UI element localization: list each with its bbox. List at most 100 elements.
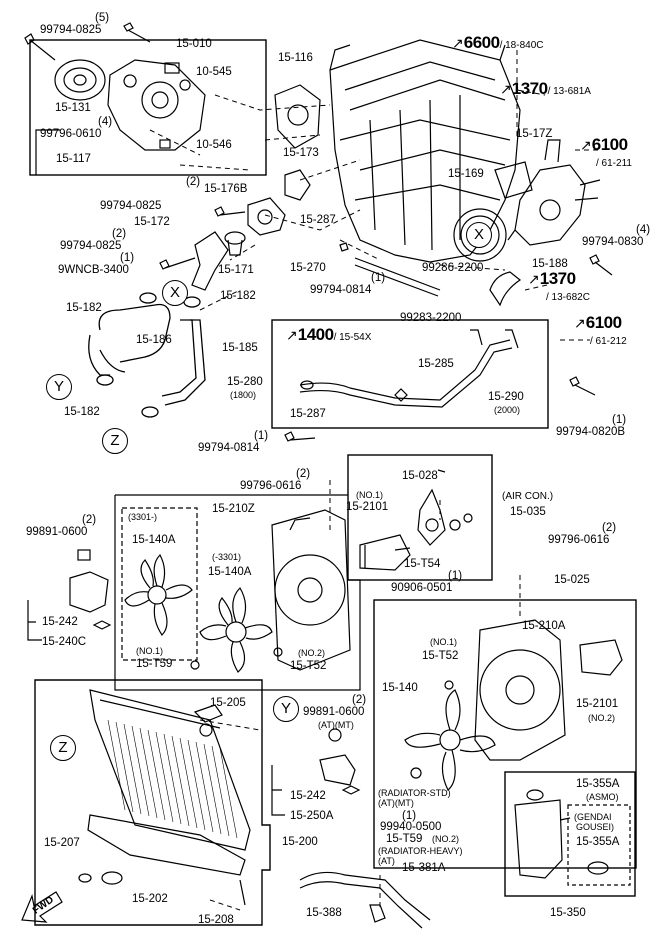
part-label: 15-208 bbox=[198, 914, 234, 926]
ref-1370b-sub: / 13-682C bbox=[546, 292, 590, 303]
part-label: 15-205 bbox=[210, 697, 246, 709]
part-label: 15-388 bbox=[306, 907, 342, 919]
part-label: 15-17Z bbox=[516, 128, 553, 140]
part-label: 90906-0501 bbox=[391, 582, 453, 594]
part-label: 99794-0814 bbox=[310, 284, 372, 296]
thermostat-housing bbox=[214, 197, 286, 236]
variant-label: (2000) bbox=[494, 405, 521, 415]
part-label: 15-202 bbox=[132, 893, 168, 905]
part-label: 99794-0825 bbox=[60, 240, 122, 252]
variant-label: (GENDAI bbox=[574, 812, 612, 822]
ref-x-engine: X bbox=[466, 222, 492, 248]
part-label: 15-117 bbox=[56, 153, 91, 165]
part-label: 15-210Z bbox=[212, 503, 255, 515]
part-label: 15-200 bbox=[282, 836, 318, 848]
qty-label: (2) bbox=[186, 176, 201, 188]
part-label: 9WNCB-3400 bbox=[58, 264, 129, 276]
variant-label: (NO.1) bbox=[136, 646, 163, 656]
ref-y-radiator: Y bbox=[273, 696, 299, 722]
hose-15-381a bbox=[299, 871, 431, 929]
part-label: 99794-0814 bbox=[198, 442, 260, 454]
qty-label: (2) bbox=[112, 228, 127, 240]
ref-6100a: ↗6100 bbox=[580, 135, 628, 154]
ref-x-hose: X bbox=[162, 280, 188, 306]
part-label: 15-T52 bbox=[290, 660, 327, 672]
hoses bbox=[88, 292, 206, 418]
ref-6100b-sub: / 61-212 bbox=[590, 336, 627, 347]
radiator-group bbox=[34, 679, 271, 926]
variant-label: (NO.2) bbox=[588, 713, 615, 723]
part-label: 15-242 bbox=[42, 616, 78, 628]
ref-y-hose: Y bbox=[46, 374, 72, 400]
bolt-0820b bbox=[569, 376, 596, 396]
bolt-0814b bbox=[284, 431, 316, 442]
gasket-15-116 bbox=[274, 84, 321, 149]
water-outlet bbox=[159, 231, 229, 291]
water-pump-group bbox=[24, 22, 267, 176]
part-label: 15-182 bbox=[66, 302, 102, 314]
ref-6600: ↗6600/ 18-840C bbox=[452, 33, 544, 52]
part-label: 15-381A bbox=[402, 862, 446, 874]
engine-block bbox=[329, 39, 521, 263]
part-label: 15-250A bbox=[290, 810, 334, 822]
gasket-15-169 bbox=[494, 161, 533, 199]
variant-label: (RADIATOR-STD) bbox=[378, 788, 451, 798]
bracket-15-250a bbox=[271, 728, 361, 816]
part-label: 99940-0500 bbox=[380, 821, 442, 833]
variant-label: (ASMO) bbox=[586, 792, 619, 802]
fan-blades-15-140a bbox=[124, 554, 273, 673]
part-label: 15-280 bbox=[227, 376, 263, 388]
part-label: 99796-0616 bbox=[240, 480, 302, 492]
part-label: 99794-0825 bbox=[100, 200, 162, 212]
qty-label: (2) bbox=[602, 522, 617, 534]
part-label: 15-T52 bbox=[422, 650, 459, 662]
part-label: 99794-0830 bbox=[582, 236, 644, 248]
part-label: 15-116 bbox=[278, 52, 313, 64]
part-label: 15-242 bbox=[290, 790, 326, 802]
leader-lines bbox=[149, 50, 600, 911]
part-label: 99891-0600 bbox=[303, 706, 365, 718]
part-label: 99794-0825 bbox=[40, 24, 102, 36]
variant-label: (3301-) bbox=[128, 512, 158, 522]
part-label: 15-355A bbox=[576, 836, 620, 848]
variant-label: (NO.2) bbox=[298, 648, 325, 658]
qty-label: (1) bbox=[402, 810, 417, 822]
qty-label: (1) bbox=[612, 414, 627, 426]
part-label: 15-285 bbox=[418, 358, 454, 370]
part-label: 15-188 bbox=[532, 258, 568, 270]
ref-6100a-sub: / 61-211 bbox=[596, 158, 632, 169]
water-outlet-15-17z bbox=[507, 139, 601, 246]
ref-1370a: ↗1370/ 13-681A bbox=[500, 79, 591, 98]
part-label: 15-035 bbox=[510, 506, 546, 518]
water-pipe-box bbox=[271, 319, 549, 429]
part-label: 15-186 bbox=[136, 334, 172, 346]
variant-label: (AIR CON.) bbox=[502, 491, 554, 502]
part-label: 15-355A bbox=[576, 778, 620, 790]
hose-15-188 bbox=[489, 271, 522, 307]
part-label: 15-2101 bbox=[346, 501, 389, 513]
variant-label: (RADIATOR-HEAVY) bbox=[378, 846, 463, 856]
ref-1400: ↗1400/ 15-54X bbox=[286, 325, 372, 344]
nut-15-t52a bbox=[273, 647, 283, 657]
part-label: 15-172 bbox=[134, 216, 170, 228]
part-label: 15-287 bbox=[290, 408, 326, 420]
part-label: 10-545 bbox=[196, 66, 232, 78]
bolt-0830 bbox=[589, 254, 613, 276]
part-label: 99796-0610 bbox=[40, 128, 102, 140]
part-label: 15-176B bbox=[204, 183, 248, 195]
variant-label: (AT) bbox=[378, 856, 395, 866]
qty-label: (1) bbox=[448, 570, 463, 582]
part-label: 15-169 bbox=[448, 168, 484, 180]
qty-label: (2) bbox=[82, 514, 97, 526]
thermostat bbox=[224, 231, 246, 256]
part-label: 15-028 bbox=[402, 470, 438, 482]
part-label: 99796-0616 bbox=[548, 534, 610, 546]
variant-label: (NO.2) bbox=[432, 834, 459, 844]
part-label: 15-350 bbox=[550, 907, 586, 919]
fan-group-15-035 bbox=[114, 454, 493, 691]
part-label: 15-131 bbox=[55, 102, 91, 114]
part-label: 99286-2200 bbox=[422, 262, 484, 274]
part-label: 15-2101 bbox=[576, 698, 619, 710]
